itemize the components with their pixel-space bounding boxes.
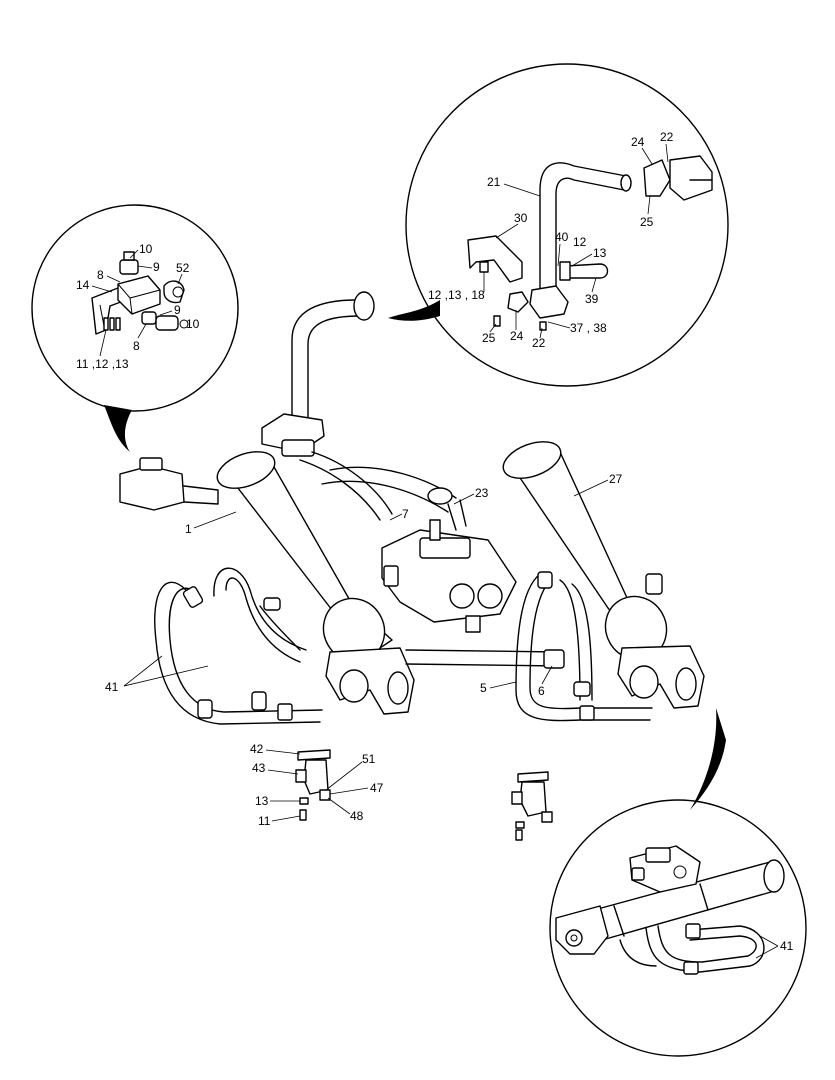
callout-14: 14 (76, 278, 90, 292)
callout-23: 23 (475, 486, 489, 500)
callout-9-top: 9 (153, 260, 160, 274)
callout-12: 12 (573, 235, 587, 249)
callouts-top-left: 10 9 8 52 14 9 10 8 11 ,12 ,13 (76, 242, 200, 371)
callout-7: 7 (402, 507, 409, 521)
callout-11-12-13: 11 ,12 ,13 (76, 357, 129, 371)
callouts-main: 1 7 23 27 41 5 6 42 43 13 11 51 47 48 (105, 472, 623, 828)
callout-42: 42 (250, 742, 264, 756)
callout-30: 30 (514, 211, 528, 225)
valve-block (117, 275, 161, 315)
callouts-top-right: 24 22 21 25 30 40 12 13 12 ,13 , 18 39 2… (428, 130, 674, 350)
main-assembly (119, 291, 705, 725)
callout-12-13-18: 12 ,13 , 18 (428, 288, 485, 302)
callout-22-top: 22 (660, 130, 674, 144)
callout-47: 47 (370, 781, 384, 795)
callout-39: 39 (585, 292, 599, 306)
exploded-valve-left (295, 749, 331, 821)
callout-5: 5 (480, 681, 487, 695)
callout-25-bottom: 25 (482, 331, 496, 345)
exploded-valve-right (511, 771, 553, 841)
callout-43: 43 (252, 761, 266, 775)
callout-9-right: 9 (174, 303, 181, 317)
detail-pointer-left (104, 405, 132, 452)
callout-40: 40 (555, 230, 569, 244)
callout-10-top: 10 (139, 242, 153, 256)
callout-24-bottom: 24 (510, 329, 524, 343)
callout-8-top: 8 (97, 268, 104, 282)
callout-41: 41 (105, 680, 119, 694)
callout-48: 48 (350, 809, 364, 823)
callout-52: 52 (176, 261, 190, 275)
detail-circle-valve (31, 204, 239, 452)
detail-circle-cylinder (549, 708, 807, 1057)
callout-6: 6 (538, 684, 545, 698)
callout-22-bottom: 22 (532, 336, 546, 350)
detail-pointer-bottom (690, 708, 726, 810)
callout-24-top: 24 (631, 135, 645, 149)
callout-27: 27 (609, 472, 623, 486)
left-valve-block (119, 465, 185, 511)
callout-37-38: 37 , 38 (570, 321, 607, 335)
detail-circle-pipe (388, 63, 729, 387)
callout-13: 13 (593, 246, 607, 260)
callout-13-bottom: 13 (255, 794, 269, 808)
detail-pointer-right (388, 300, 440, 321)
pipe-bracket (467, 235, 523, 283)
callout-10-right: 10 (186, 317, 200, 331)
callout-41-detail: 41 (780, 939, 794, 953)
callout-51: 51 (362, 752, 376, 766)
callout-8-bottom: 8 (133, 339, 140, 353)
callout-11-bottom: 11 (258, 814, 271, 828)
callouts-bottom-right: 41 (755, 935, 794, 959)
callout-25-top: 25 (640, 215, 654, 229)
callout-21: 21 (487, 175, 501, 189)
callout-1: 1 (185, 522, 192, 536)
